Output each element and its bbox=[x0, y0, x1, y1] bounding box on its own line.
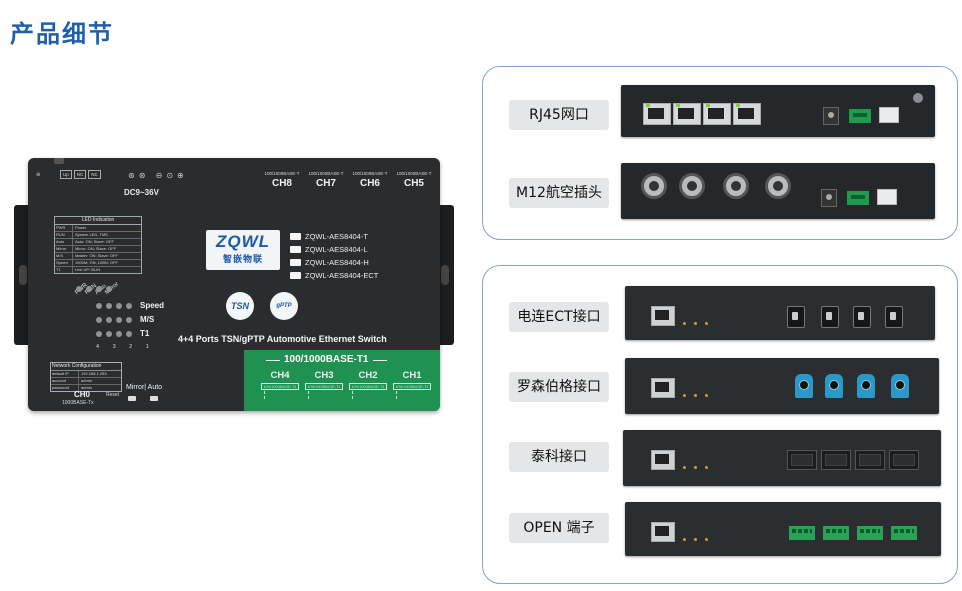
ms-leds: M/S bbox=[96, 315, 154, 324]
dip-badges: Up NC NC bbox=[60, 170, 101, 179]
led-port-numbers: 4 3 2 1 bbox=[96, 344, 155, 350]
mounting-ear-left bbox=[14, 205, 32, 345]
model-list: ZQWL-AES8404-T ZQWL-AES8404-L ZQWL-AES84… bbox=[290, 230, 378, 282]
panel-interfaces: 电连ECT接口 罗森伯格接口 泰科接口 OPEN 端子 bbox=[482, 265, 958, 584]
page-title: 产品细节 bbox=[10, 20, 114, 48]
tsn-badge: TSN bbox=[226, 292, 254, 320]
mounting-ear-right bbox=[436, 205, 454, 345]
list-item: ZQWL-AES8404-T bbox=[290, 230, 378, 243]
reset-label: Reset bbox=[106, 392, 120, 398]
label-m12: M12航空插头 bbox=[509, 178, 609, 208]
ground-screw bbox=[54, 158, 64, 164]
led-row-label: Speed bbox=[140, 301, 165, 310]
device-front-image: ⊕ Up NC NC ⊛⊛ ⊖⊙⊕ DC9~36V 100/1000BASE-T… bbox=[14, 150, 454, 415]
device-tyco-image bbox=[623, 430, 941, 486]
device-open-image bbox=[625, 502, 941, 556]
netcfg-title: Network Configuration bbox=[51, 363, 121, 371]
device-body: ⊕ Up NC NC ⊛⊛ ⊖⊙⊕ DC9~36V 100/1000BASE-T… bbox=[28, 158, 440, 411]
badge: Up bbox=[60, 170, 72, 179]
brand-logo-text: ZQWL bbox=[215, 232, 271, 251]
brand-logo-cn: 智嵌物联 bbox=[222, 254, 263, 264]
power-symbol-icons: ⊛⊛ ⊖⊙⊕ bbox=[128, 171, 188, 180]
badge: NC bbox=[88, 170, 101, 179]
list-item: ZQWL-AES8404-ECT bbox=[290, 269, 378, 282]
led-table-title: LED Indication bbox=[55, 217, 141, 225]
led-row-label: T1 bbox=[140, 329, 150, 338]
device-ect-image bbox=[625, 286, 935, 340]
list-item: ZQWL-AES8404-L bbox=[290, 243, 378, 256]
led-row-label: M/S bbox=[140, 315, 155, 324]
channel-ch0: CH0 bbox=[74, 390, 91, 399]
dc-voltage-label: DC9~36V bbox=[124, 188, 159, 197]
list-item: ZQWL-AES8404-H bbox=[290, 256, 378, 269]
mirror-auto-label: Mirror| Auto bbox=[126, 384, 163, 391]
channel-ch0-sub: 1000BASE-Tx bbox=[62, 400, 94, 406]
device-m12-image bbox=[621, 163, 935, 219]
device-rj45-image bbox=[621, 85, 935, 137]
label-open-terminal: OPEN 端子 bbox=[509, 513, 609, 543]
t1-header: 100/1000BASE-T1 bbox=[266, 354, 386, 365]
badge: NC bbox=[73, 170, 87, 179]
switch-title: 4+4 Ports TSN/gPTP Automotive Ethernet S… bbox=[178, 334, 387, 344]
label-rosenberger: 罗森伯格接口 bbox=[509, 372, 609, 402]
label-tyco: 泰科接口 bbox=[509, 442, 609, 472]
t1-leds: T1 bbox=[96, 329, 149, 338]
dip-switch-icons bbox=[126, 394, 176, 404]
label-ect: 电连ECT接口 bbox=[509, 302, 609, 332]
panel-rj45-m12: RJ45网口 M12航空插头 bbox=[482, 66, 958, 240]
gptp-badge: gPTP bbox=[270, 292, 298, 320]
label-rj45: RJ45网口 bbox=[509, 100, 609, 130]
ground-icon: ⊕ bbox=[36, 172, 41, 178]
speed-leds: Speed bbox=[96, 301, 164, 310]
brand-logo: ZQWL 智嵌物联 bbox=[206, 230, 280, 270]
device-rosenberger-image bbox=[625, 358, 939, 414]
status-leds bbox=[76, 286, 112, 292]
